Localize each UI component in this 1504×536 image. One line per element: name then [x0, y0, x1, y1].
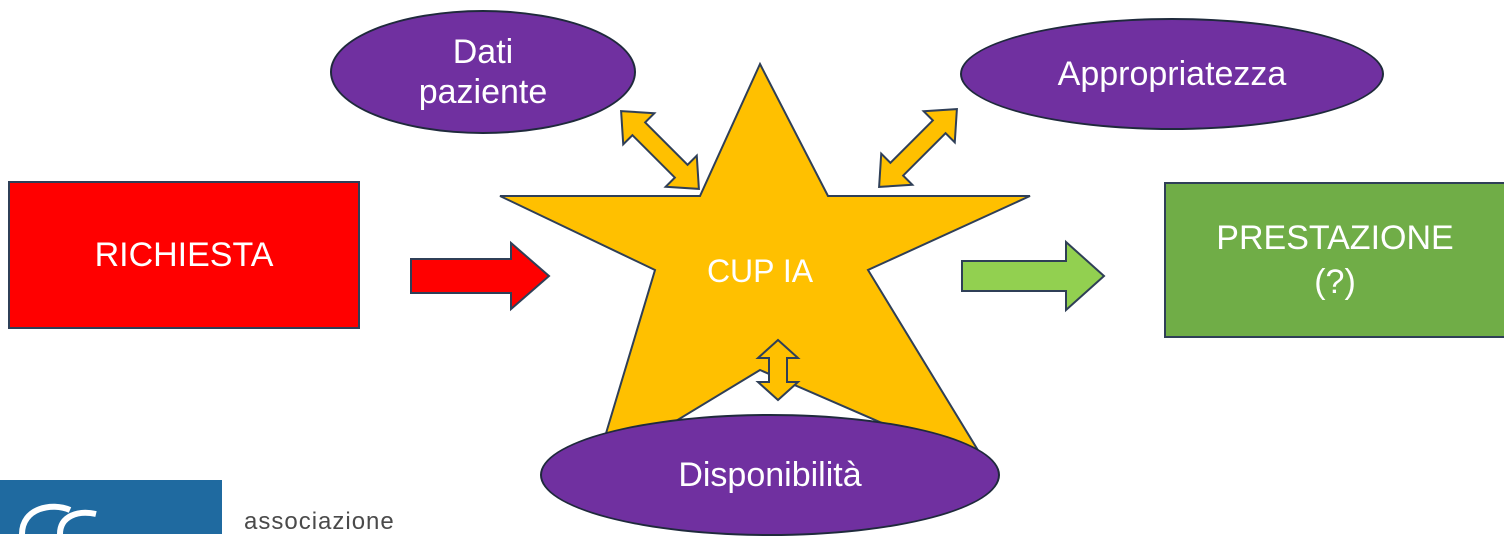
dati-paziente-label: Dati paziente — [418, 33, 548, 111]
arrow-disponibilita-cup — [755, 338, 801, 402]
cup-ia-label: CUP IA — [706, 253, 814, 289]
disponibilita-ellipse: Disponibilità — [540, 414, 1000, 536]
appropriatezza-label: Appropriatezza — [1057, 55, 1287, 93]
dati-paziente-ellipse: Dati paziente — [330, 10, 636, 134]
arrow-dati-paziente-cup — [620, 110, 700, 190]
prestazione-label: PRESTAZIONE (?) — [1216, 219, 1454, 301]
association-logo — [0, 480, 222, 534]
prestazione-box: PRESTAZIONE (?) — [1164, 182, 1504, 338]
disponibilita-label: Disponibilità — [678, 456, 862, 494]
richiesta-label: RICHIESTA — [94, 236, 274, 274]
richiesta-box: RICHIESTA — [8, 181, 360, 329]
logo-text: associazione — [244, 508, 395, 535]
logo-mark-icon — [19, 503, 97, 534]
cup-ia-star — [499, 61, 1031, 473]
appropriatezza-ellipse: Appropriatezza — [960, 18, 1384, 130]
arrow-appropriatezza-cup — [878, 108, 958, 188]
arrow-richiesta-to-cup — [410, 240, 551, 312]
arrow-cup-to-prestazione — [961, 239, 1106, 313]
